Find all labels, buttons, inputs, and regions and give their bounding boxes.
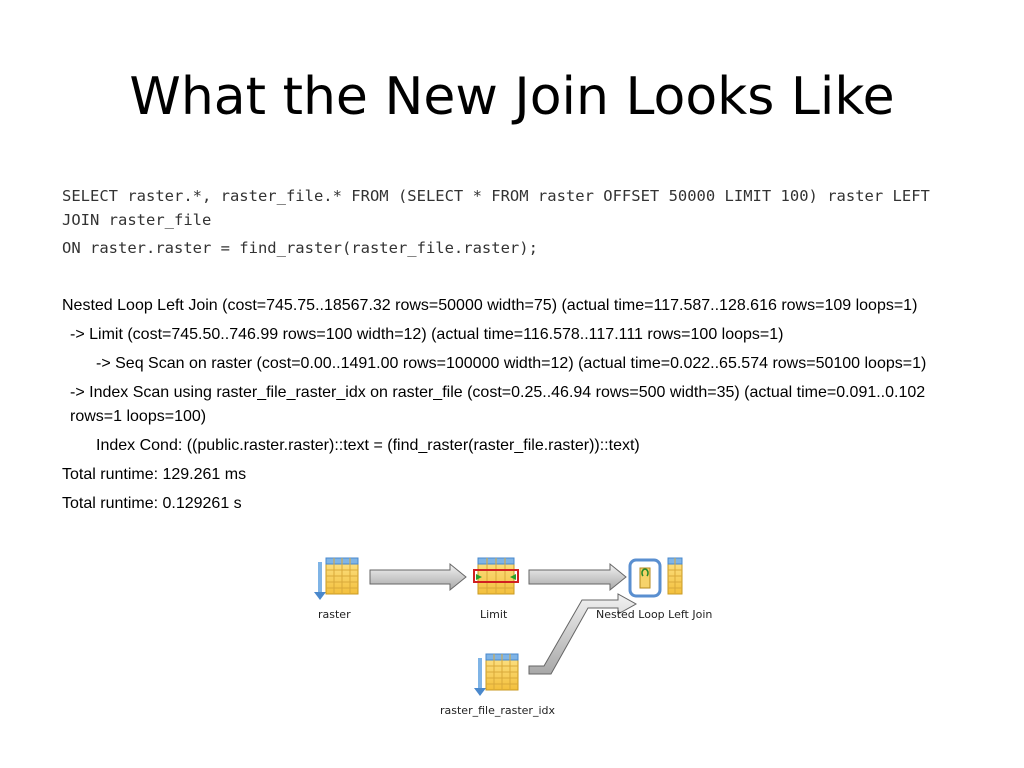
index-scan-icon bbox=[474, 653, 519, 696]
plan-index-scan: -> Index Scan using raster_file_raster_i… bbox=[70, 384, 926, 425]
flow-arrow-index-join bbox=[528, 593, 638, 675]
plan-diagram-graphic bbox=[314, 557, 683, 696]
node-label-limit: Limit bbox=[480, 608, 508, 621]
slide-title: What the New Join Looks Like bbox=[129, 67, 895, 127]
sql-query: SELECT raster.*, raster_file.* FROM (SEL… bbox=[62, 184, 942, 260]
nested-loop-icon bbox=[628, 557, 683, 598]
query-plan: Nested Loop Left Join (cost=745.75..1856… bbox=[62, 294, 972, 521]
flow-arrow-raster-limit bbox=[369, 562, 467, 592]
plan-runtime-s: Total runtime: 0.129261 s bbox=[62, 495, 242, 512]
plan-index-cond: Index Cond: ((public.raster.raster)::tex… bbox=[96, 437, 640, 454]
plan-nested-loop: Nested Loop Left Join (cost=745.75..1856… bbox=[62, 297, 918, 314]
limit-icon bbox=[473, 557, 519, 595]
node-label-index: raster_file_raster_idx bbox=[440, 704, 555, 717]
plan-seq-scan: -> Seq Scan on raster (cost=0.00..1491.0… bbox=[96, 355, 927, 372]
flow-arrow-limit-join bbox=[528, 562, 627, 592]
table-scan-icon bbox=[314, 557, 359, 600]
plan-runtime-ms: Total runtime: 129.261 ms bbox=[62, 466, 247, 483]
node-label-raster: raster bbox=[318, 608, 351, 621]
sql-line-1: SELECT raster.*, raster_file.* FROM (SEL… bbox=[62, 187, 940, 229]
plan-diagram: raster Limit Nested Loop Left Join raste… bbox=[300, 548, 740, 733]
node-label-nested-loop: Nested Loop Left Join bbox=[596, 608, 713, 621]
plan-limit: -> Limit (cost=745.50..746.99 rows=100 w… bbox=[70, 326, 784, 343]
sql-line-2: ON raster.raster = find_raster(raster_fi… bbox=[62, 239, 538, 257]
